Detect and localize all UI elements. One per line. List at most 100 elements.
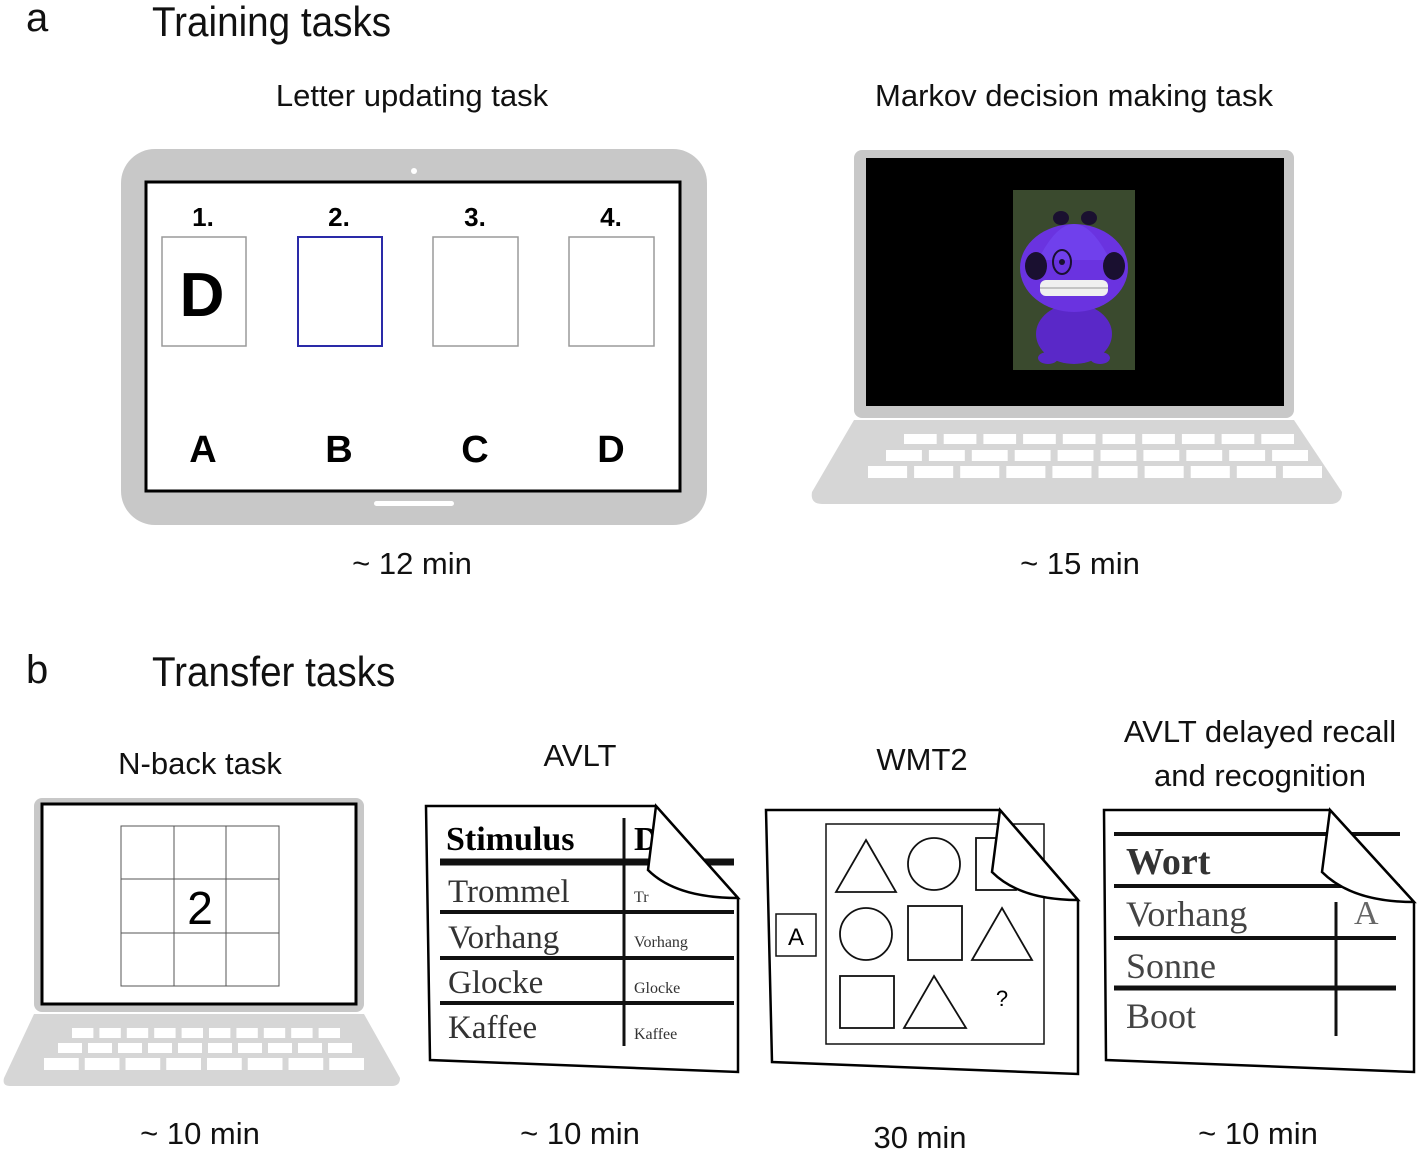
slot-number-1: 1. bbox=[192, 202, 214, 232]
keyboard-key bbox=[1142, 434, 1175, 444]
wmt2-sample-box bbox=[775, 913, 817, 957]
letter-slot-1 bbox=[161, 236, 247, 347]
keyboard-key bbox=[125, 1058, 161, 1070]
wmt2-question: ? bbox=[996, 986, 1008, 1011]
keyboard-key bbox=[1023, 434, 1056, 444]
letter-updating-caption: Letter updating task bbox=[275, 78, 549, 113]
keyboard-key bbox=[943, 434, 977, 444]
keyboard-key bbox=[886, 450, 922, 461]
shown-letter: D bbox=[180, 261, 225, 330]
keyboard-key bbox=[268, 1043, 292, 1053]
keyboard-key bbox=[181, 1028, 203, 1038]
markov-duration: ~ 15 min bbox=[1020, 546, 1140, 581]
keyboard-key bbox=[329, 1058, 364, 1070]
keyboard-key bbox=[288, 1058, 324, 1070]
panel-a-title: Training tasks bbox=[152, 0, 392, 45]
keyboard-key bbox=[298, 1043, 322, 1053]
nback-duration: ~ 10 min bbox=[140, 1116, 260, 1151]
keyboard-key bbox=[58, 1043, 82, 1053]
keyboard-key bbox=[1272, 450, 1308, 461]
avlt-small-3: Glocke bbox=[634, 980, 680, 997]
keyboard-key bbox=[1144, 466, 1184, 478]
keyboard-key bbox=[1006, 466, 1046, 478]
letter-slot-3 bbox=[432, 236, 519, 347]
keyboard-key bbox=[971, 450, 1008, 461]
nback-caption: N-back task bbox=[118, 746, 282, 781]
keyboard-key bbox=[914, 466, 954, 478]
keyboard-key bbox=[236, 1028, 258, 1038]
keyboard-key bbox=[44, 1058, 79, 1070]
keyboard-key bbox=[1181, 434, 1215, 444]
nback-digit: 2 bbox=[187, 882, 213, 934]
letter-slot-4 bbox=[568, 236, 655, 347]
avlt-delayed-word-3: Boot bbox=[1126, 996, 1196, 1036]
wmt2-caption: WMT2 bbox=[876, 742, 968, 777]
keyboard-key bbox=[1102, 434, 1136, 444]
purple-creature bbox=[1020, 211, 1128, 364]
wmt2-duration: 30 min bbox=[873, 1120, 967, 1155]
panel-a-letter: a bbox=[26, 0, 49, 40]
keyboard-key bbox=[1143, 450, 1180, 461]
keyboard-key bbox=[1062, 434, 1096, 444]
keyboard-key bbox=[263, 1028, 286, 1038]
laptop-markov-illustration bbox=[811, 150, 1342, 504]
tablet-illustration: 1. 2. 3. 4. D A B C D bbox=[121, 149, 707, 525]
keyboard-key bbox=[72, 1028, 94, 1038]
avlt-word-4: Kaffee bbox=[448, 1010, 537, 1046]
keyboard-key bbox=[247, 1058, 283, 1070]
keyboard-key bbox=[84, 1058, 120, 1070]
panel-b-title: Transfer tasks bbox=[152, 648, 396, 695]
keyboard-key bbox=[983, 434, 1017, 444]
keyboard-key bbox=[928, 450, 965, 461]
option-a: A bbox=[189, 429, 216, 471]
option-b: B bbox=[325, 429, 352, 471]
keyboard-key bbox=[291, 1028, 313, 1038]
keyboard-key bbox=[208, 1043, 232, 1053]
avlt-duration: ~ 10 min bbox=[520, 1116, 640, 1151]
laptop-nback-illustration: 2 bbox=[3, 798, 400, 1086]
keyboard-key bbox=[166, 1058, 201, 1070]
keyboard-key bbox=[1190, 466, 1230, 478]
keyboard-key bbox=[99, 1028, 121, 1038]
option-d: D bbox=[597, 429, 624, 471]
keyboard-key bbox=[1186, 450, 1223, 461]
tablet-home-bar bbox=[374, 501, 454, 506]
avlt-delayed-duration: ~ 10 min bbox=[1198, 1116, 1318, 1151]
wmt2-sample-letter: A bbox=[788, 924, 804, 951]
avlt-word-1: Trommel bbox=[448, 874, 570, 910]
keyboard-key bbox=[154, 1028, 176, 1038]
avlt-delayed-caption-line2: and recognition bbox=[1154, 758, 1366, 793]
keyboard-key bbox=[1100, 450, 1137, 461]
keyboard-key bbox=[904, 434, 937, 444]
avlt-small-1: Tr bbox=[634, 889, 649, 906]
nback-keyboard-keys bbox=[44, 1028, 364, 1070]
avlt-small-2: Vorhang bbox=[634, 934, 688, 951]
avlt-word-3: Glocke bbox=[448, 965, 543, 1001]
keyboard-key bbox=[178, 1043, 202, 1053]
keyboard-key bbox=[1057, 450, 1094, 461]
avlt-delayed-word-2: Sonne bbox=[1126, 946, 1216, 986]
keyboard-key bbox=[1052, 466, 1092, 478]
keyboard-key bbox=[1282, 466, 1322, 478]
keyboard-key bbox=[126, 1028, 149, 1038]
avlt-word-2: Vorhang bbox=[448, 920, 559, 956]
panel-b-letter: b bbox=[26, 648, 49, 692]
keyboard-key bbox=[1236, 466, 1276, 478]
nback-grid bbox=[120, 825, 280, 987]
keyboard-key bbox=[960, 466, 1000, 478]
nback-screen bbox=[40, 802, 358, 1006]
keyboard-key bbox=[1261, 434, 1294, 444]
avlt-delayed-sheet: Wort Vorhang A Sonne Boot bbox=[1102, 807, 1417, 1074]
keyboard-key bbox=[1229, 450, 1266, 461]
avlt-header: Stimulus bbox=[446, 821, 575, 858]
avlt-delayed-mark: A bbox=[1354, 895, 1379, 932]
markov-caption: Markov decision making task bbox=[875, 78, 1273, 113]
tablet-camera bbox=[411, 168, 417, 174]
keyboard-key bbox=[1014, 450, 1051, 461]
keyboard-key bbox=[148, 1043, 172, 1053]
slot-number-4: 4. bbox=[600, 202, 622, 232]
avlt-small-4: Kaffee bbox=[634, 1026, 677, 1043]
letter-slot-2 bbox=[297, 236, 383, 347]
keyboard-key bbox=[209, 1028, 231, 1038]
wmt2-sheet: A ? bbox=[764, 807, 1081, 1076]
